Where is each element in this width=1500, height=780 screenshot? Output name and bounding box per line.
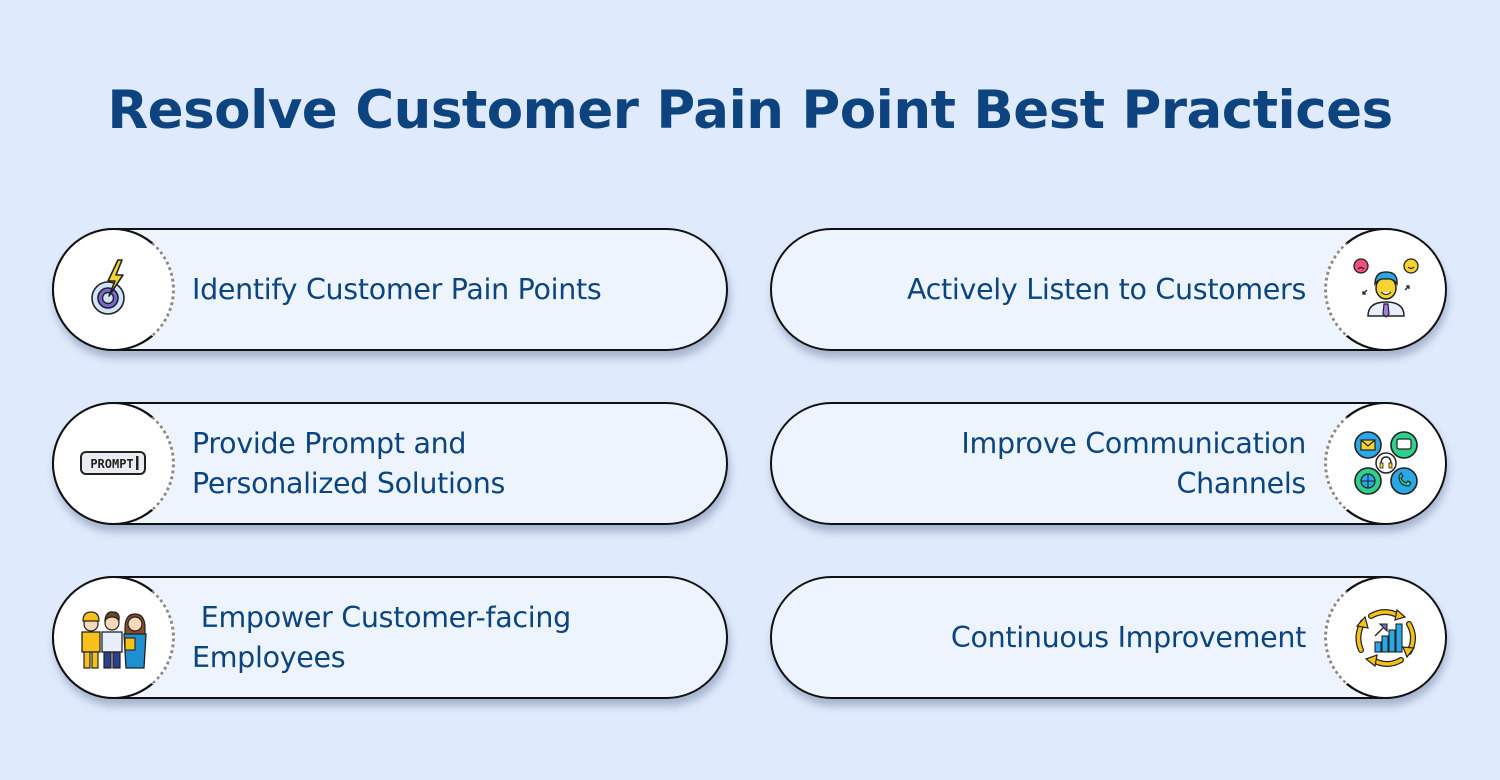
icon-circle — [51, 575, 175, 699]
practice-label-line: Empower Customer-facing — [192, 600, 571, 634]
practice-identify-pain-points: Identify Customer Pain Points — [51, 227, 728, 351]
employees-team-icon — [80, 611, 147, 669]
target-lightning-icon — [90, 259, 125, 315]
practice-empower-employees: Empower Customer-facing Employees — [51, 575, 728, 699]
practice-communication-channels: Improve Communication Channels — [770, 401, 1447, 525]
practice-continuous-improvement: Continuous Improvement — [770, 575, 1447, 699]
practice-prompt-solutions: PROMPT Provide Prompt and Personalized S… — [51, 401, 728, 525]
practice-label-line: Channels — [1176, 466, 1307, 500]
practice-actively-listen: Actively Listen to Customers — [770, 227, 1447, 351]
practice-label: Identify Customer Pain Points — [192, 272, 602, 306]
icon-circle — [51, 227, 175, 351]
practice-label-line: Provide Prompt and — [192, 426, 467, 460]
continuous-improvement-icon — [1354, 608, 1416, 668]
practice-label-line: Employees — [192, 640, 346, 674]
practice-label: Improve Communication Channels — [961, 424, 1306, 504]
practice-label-line: Improve Communication — [961, 426, 1306, 460]
prompt-input-icon: PROMPT — [79, 451, 146, 475]
practice-label: Actively Listen to Customers — [906, 272, 1306, 306]
icon-circle — [1323, 575, 1447, 699]
icon-circle: PROMPT — [51, 401, 175, 525]
icon-circle — [1323, 401, 1447, 525]
page-title: Resolve Customer Pain Point Best Practic… — [107, 80, 1393, 141]
customer-feedback-icon — [1352, 258, 1419, 318]
practice-label: Continuous Improvement — [950, 620, 1306, 654]
practice-label: Provide Prompt and Personalized Solution… — [192, 424, 505, 504]
practice-label: Empower Customer-facing Employees — [192, 598, 571, 678]
communication-channels-icon — [1353, 431, 1418, 495]
svg-text:PROMPT: PROMPT — [90, 457, 133, 471]
practice-label-line: Personalized Solutions — [192, 466, 506, 500]
icon-circle — [1323, 227, 1447, 351]
